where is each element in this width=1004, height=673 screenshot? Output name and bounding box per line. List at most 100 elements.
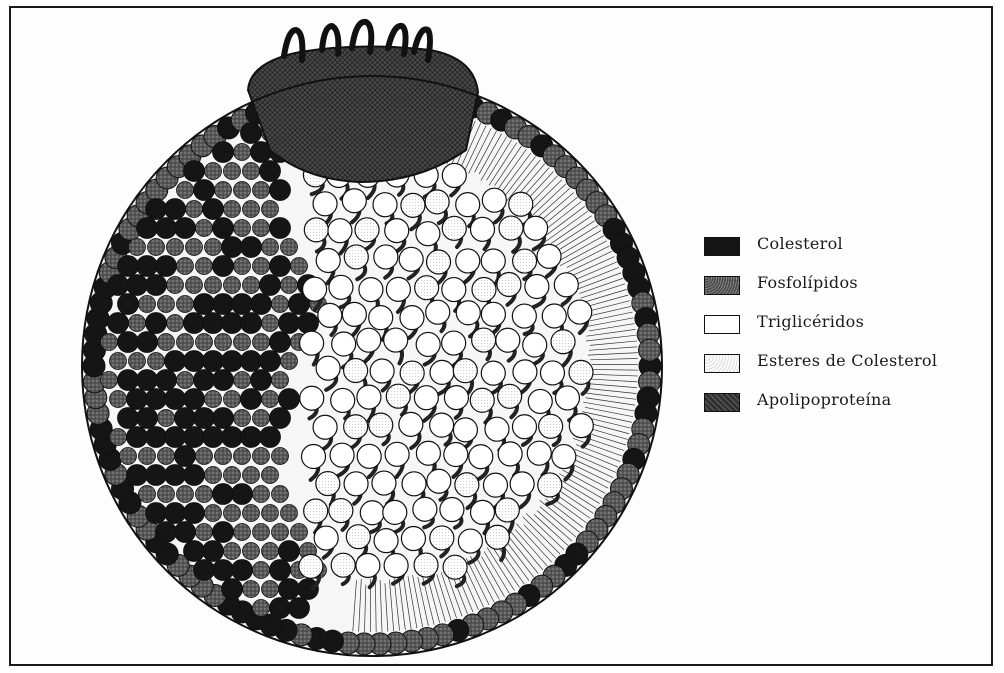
phospholipid-head (196, 220, 213, 237)
cholesterol-molecule (222, 579, 243, 600)
cholesterol-molecule (279, 579, 300, 600)
phospholipid-head (262, 543, 279, 560)
phospholipid-head (167, 239, 184, 256)
phospholipid-head (272, 486, 289, 503)
phospholipid-head (196, 258, 213, 275)
phospholipid-head (234, 524, 251, 541)
esteres-swatch (704, 354, 740, 373)
phospholipid-head (158, 334, 175, 351)
phospholipid-head (224, 543, 241, 560)
triglyceride-molecule (399, 247, 423, 271)
cholesterol-molecule (127, 389, 148, 410)
triglyceride-molecule (401, 527, 425, 551)
cholesterol-molecule (137, 218, 158, 239)
cholesterol-molecule (165, 465, 186, 486)
phospholipid-head (253, 220, 270, 237)
cholesterol-ester-molecule (299, 554, 323, 578)
cholesterol-molecule (118, 256, 139, 277)
triglyceride-molecule (542, 304, 566, 328)
phospholipid-head (262, 581, 279, 598)
cholesterol-molecule (137, 370, 158, 391)
cholesterol-molecule (203, 199, 224, 220)
cholesterol-molecule (251, 370, 272, 391)
triglyceride-molecule (430, 413, 454, 437)
cholesterol-ester-molecule (538, 473, 562, 497)
phospholipid-head (281, 505, 298, 522)
triglyceride-molecule (344, 472, 368, 496)
cholesterol-molecule (298, 579, 319, 600)
triglyceride-molecule (555, 386, 579, 410)
cholesterol-molecule (146, 199, 167, 220)
phospholipid-head (262, 467, 279, 484)
triglyceride-molecule (342, 189, 366, 213)
phospholipid-head (234, 220, 251, 237)
cholesterol-molecule (213, 560, 234, 581)
cholesterol-molecule (270, 180, 291, 201)
triglyceride-molecule (330, 443, 354, 467)
phospholipid-head (177, 372, 194, 389)
triglyceride-molecule (482, 188, 506, 212)
cholesterol-ester-molecule (472, 278, 496, 302)
cholesterol-ester-molecule (355, 218, 379, 242)
triglyceride-molecule (357, 328, 381, 352)
triglyceride-molecule (481, 361, 505, 385)
cholesterol-molecule (270, 408, 291, 429)
cholesterol-molecule (165, 389, 186, 410)
cholesterol-ester-molecule (386, 384, 410, 408)
cholesterol-ester-molecule (569, 360, 593, 384)
cholesterol-molecule (289, 598, 310, 619)
triglyceride-molecule (512, 304, 536, 328)
legend-label: Esteres de Colesterol (757, 351, 937, 370)
phospholipid-head (262, 239, 279, 256)
phospholipid-head (281, 353, 298, 370)
cholesterol-ester-molecule (498, 384, 522, 408)
triglyceride-molecule (483, 473, 507, 497)
triglyceride-molecule (512, 415, 536, 439)
cholesterol-molecule (241, 389, 262, 410)
phospholipid-head (215, 182, 232, 199)
phospholipid-head (215, 334, 232, 351)
triglyceride-molecule (444, 386, 468, 410)
cholesterol-ester-molecule (316, 472, 340, 496)
triglyceride-molecule (442, 278, 466, 302)
phospholipid-head (243, 467, 260, 484)
cholesterol-ester-molecule (304, 499, 328, 523)
phospholipid-head (281, 277, 298, 294)
phospholipid-head (177, 486, 194, 503)
phospholipid-head (639, 339, 661, 361)
cholesterol-molecule (241, 313, 262, 334)
phospholipid-head (272, 296, 289, 313)
cholesterol-molecule (146, 313, 167, 334)
phospholipid-head (224, 277, 241, 294)
cholesterol-molecule (241, 237, 262, 258)
phospholipid-head (196, 334, 213, 351)
cholesterol-molecule (213, 218, 234, 239)
phospholipid-head (205, 467, 222, 484)
phospholipid-head (139, 448, 156, 465)
phospholipid-head (234, 334, 251, 351)
phospholipid-head (253, 182, 270, 199)
cholesterol-molecule (213, 294, 234, 315)
cholesterol-molecule (118, 294, 139, 315)
cholesterol-ester-molecule (470, 388, 494, 412)
phospholipid-head (110, 429, 127, 446)
cholesterol-molecule (184, 427, 205, 448)
triglyceride-molecule (385, 219, 409, 243)
cholesterol-molecule (213, 142, 234, 163)
phospholipid-head (158, 448, 175, 465)
phospholipid-head (205, 277, 222, 294)
cholesterol-molecule (184, 351, 205, 372)
triglyceride-molecule (357, 385, 381, 409)
cholesterol-molecule (203, 541, 224, 562)
legend-item-trigliceridos: Triglicéridos (704, 312, 974, 351)
cholesterol-molecule (184, 465, 205, 486)
triglyceride-molecule (510, 472, 534, 496)
legend-label: Fosfolípidos (757, 273, 858, 292)
cholesterol-molecule (232, 560, 253, 581)
triglyceride-molecule (300, 386, 324, 410)
cholesterol-ester-molecule (539, 414, 563, 438)
triglyceride-molecule (374, 245, 398, 269)
triglyceride-molecule (554, 273, 578, 297)
triglyceride-molecule (456, 249, 480, 273)
cholesterol-molecule (118, 370, 139, 391)
